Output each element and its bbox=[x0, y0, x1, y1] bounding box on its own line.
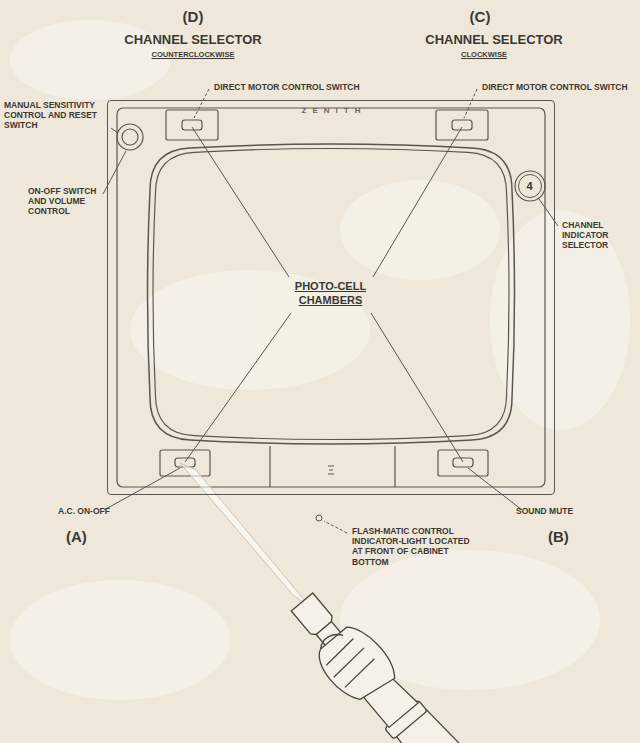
photo-cell-housing bbox=[438, 450, 488, 476]
screen-inner-edge bbox=[153, 148, 509, 439]
leader-line bbox=[111, 128, 118, 133]
part-label: SOUND MUTE bbox=[516, 506, 573, 516]
control-knob-center bbox=[122, 129, 138, 145]
front-panel bbox=[270, 446, 395, 487]
control-name: CHANNEL SELECTOR bbox=[425, 32, 562, 48]
light-beam bbox=[180, 463, 311, 608]
direction-note: CLOCKWISE bbox=[461, 50, 507, 59]
channel-indicator-dial: 4 bbox=[518, 174, 542, 198]
leader-line bbox=[194, 89, 209, 118]
cabinet-details bbox=[117, 108, 545, 487]
callout-letter: (B) bbox=[548, 528, 569, 546]
leader-line bbox=[373, 127, 462, 277]
indicator-light bbox=[316, 515, 322, 521]
callout-letter: (D) bbox=[183, 8, 204, 26]
fist bbox=[311, 619, 401, 711]
photo-cell-housing bbox=[160, 450, 210, 476]
switch-housing bbox=[166, 110, 218, 140]
part-label: DIRECT MOTOR CONTROL SWITCH bbox=[214, 82, 360, 92]
flash-gun-hand bbox=[280, 582, 463, 743]
leader-line bbox=[324, 521, 347, 533]
part-label: A.C. ON-OFF bbox=[58, 506, 110, 516]
control-knob bbox=[117, 124, 143, 150]
control-name: CHANNEL SELECTOR bbox=[124, 32, 261, 48]
finger-lines bbox=[323, 637, 377, 689]
picture-screen: PHOTO-CELL CHAMBERS bbox=[144, 138, 518, 450]
brand-name: ZENITH bbox=[296, 101, 367, 115]
leader-line bbox=[104, 468, 180, 510]
part-label: DIRECT MOTOR CONTROL SWITCH bbox=[482, 82, 628, 92]
part-label: CHANNEL INDICATOR SELECTOR bbox=[562, 220, 636, 251]
callout-letter: (A) bbox=[66, 528, 87, 546]
inner-bezel bbox=[117, 108, 545, 487]
switch-housing bbox=[436, 110, 488, 140]
leader-line bbox=[464, 89, 477, 118]
screen-label: PHOTO-CELL CHAMBERS bbox=[286, 280, 376, 308]
callout-letter: (C) bbox=[470, 8, 491, 26]
motor-switch bbox=[182, 120, 202, 130]
leader-line bbox=[192, 127, 289, 277]
note-text: FLASH-MATIC CONTROL INDICATOR-LIGHT LOCA… bbox=[352, 526, 480, 567]
direction-note: COUNTERCLOCKWISE bbox=[152, 50, 235, 59]
leader-line bbox=[468, 468, 522, 510]
part-label: MANUAL SENSITIVITY CONTROL AND RESET SWI… bbox=[4, 100, 108, 131]
tv-cabinet: ZENITH PHOTO-CELL CHAMBERS 4 bbox=[107, 100, 555, 495]
paper-blotches bbox=[10, 20, 630, 700]
leader-lines bbox=[103, 89, 558, 533]
screen-edge bbox=[147, 144, 514, 444]
paper-blotch bbox=[340, 180, 500, 280]
panel-mark bbox=[328, 466, 334, 474]
dial-ring bbox=[515, 171, 545, 201]
leader-line bbox=[539, 199, 558, 226]
part-label: ON-OFF SWITCH AND VOLUME CONTROL bbox=[28, 186, 106, 217]
leader-line bbox=[371, 313, 463, 462]
thumb bbox=[318, 629, 343, 652]
paper-blotch bbox=[10, 580, 230, 700]
motor-switch bbox=[452, 120, 472, 130]
photo-cell bbox=[453, 458, 473, 467]
channel-number: 4 bbox=[526, 180, 532, 192]
